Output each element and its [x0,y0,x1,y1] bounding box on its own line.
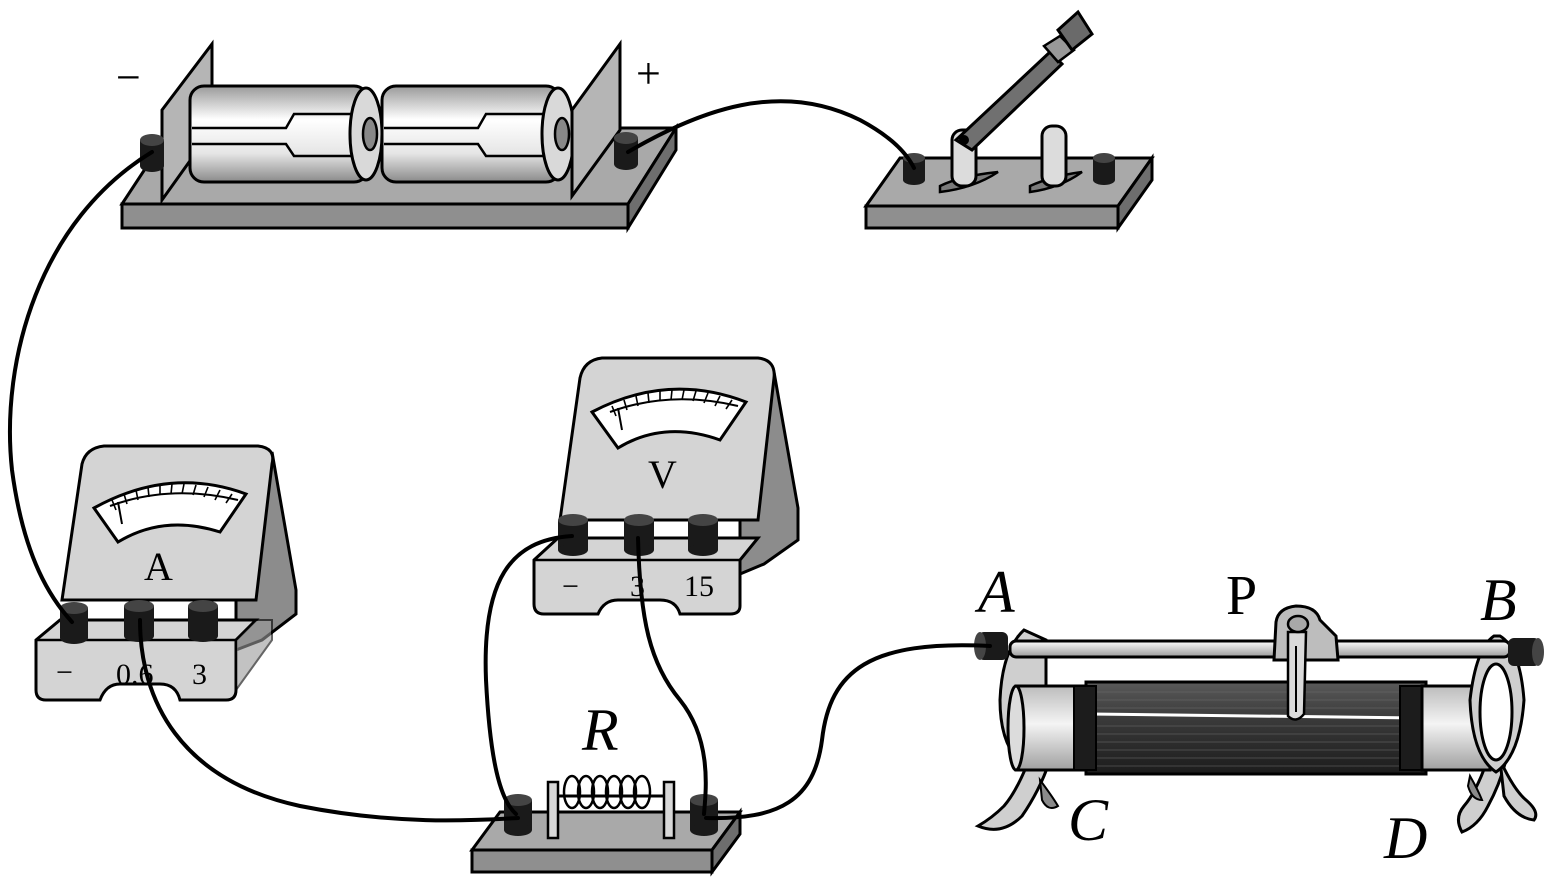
voltmeter-label-negative: − [562,570,579,603]
rheostat-label-p: P [1226,565,1257,627]
ammeter-label-negative: − [56,656,73,689]
rheostat: A B C D P [974,559,1544,871]
voltmeter: V − 3 15 [532,356,800,616]
ammeter-terminal-3[interactable] [188,600,218,642]
battery-holder: − + [116,39,679,234]
rheostat-coil [1084,680,1428,776]
voltmeter-symbol: V [648,452,677,497]
wire-resistor-right-to-rheostat-a [704,643,992,821]
ammeter-needle [117,501,123,525]
wire-battery-negative-to-ammeter-negative [7,150,154,624]
switch-blade[interactable] [953,9,1094,152]
rheostat-slider-bar [1008,639,1512,659]
voltmeter-label-15: 15 [684,570,714,603]
ammeter-symbol: A [144,544,173,589]
resistor: R [469,697,743,877]
battery-plus-label: + [636,49,661,98]
rheostat-label-c: C [1068,787,1109,853]
wire-voltmeter-3-to-resistor-right [636,536,708,816]
resistor-coil [562,774,652,810]
rheostat-label-a: A [974,559,1015,625]
battery-minus-label: − [116,53,141,102]
rheostat-slider-p[interactable] [1272,604,1340,721]
resistor-label: R [581,697,619,763]
battery-terminal-negative[interactable] [140,134,164,172]
voltmeter-terminal-15[interactable] [688,514,718,556]
wires [7,99,992,823]
wire-battery-positive-to-switch [626,99,916,170]
voltmeter-needle [617,407,623,431]
ammeter: A − 0.6 3 [34,444,298,702]
ammeter-label-3: 3 [192,658,207,691]
battery-cell-right [380,84,576,184]
voltmeter-terminal-3[interactable] [624,514,654,556]
rheostat-label-d: D [1383,805,1427,871]
battery-terminal-positive[interactable] [614,132,638,170]
knife-switch[interactable] [863,9,1155,233]
wire-voltmeter-negative-to-resistor-left [483,534,574,816]
wire-ammeter-0-6-to-resistor-left [138,618,520,823]
ammeter-terminal-negative[interactable] [60,602,88,644]
switch-terminal-right[interactable] [1093,153,1115,185]
rheostat-label-b: B [1480,567,1517,633]
rheostat-terminal-b[interactable] [1508,638,1544,666]
battery-cell-left [188,84,384,184]
